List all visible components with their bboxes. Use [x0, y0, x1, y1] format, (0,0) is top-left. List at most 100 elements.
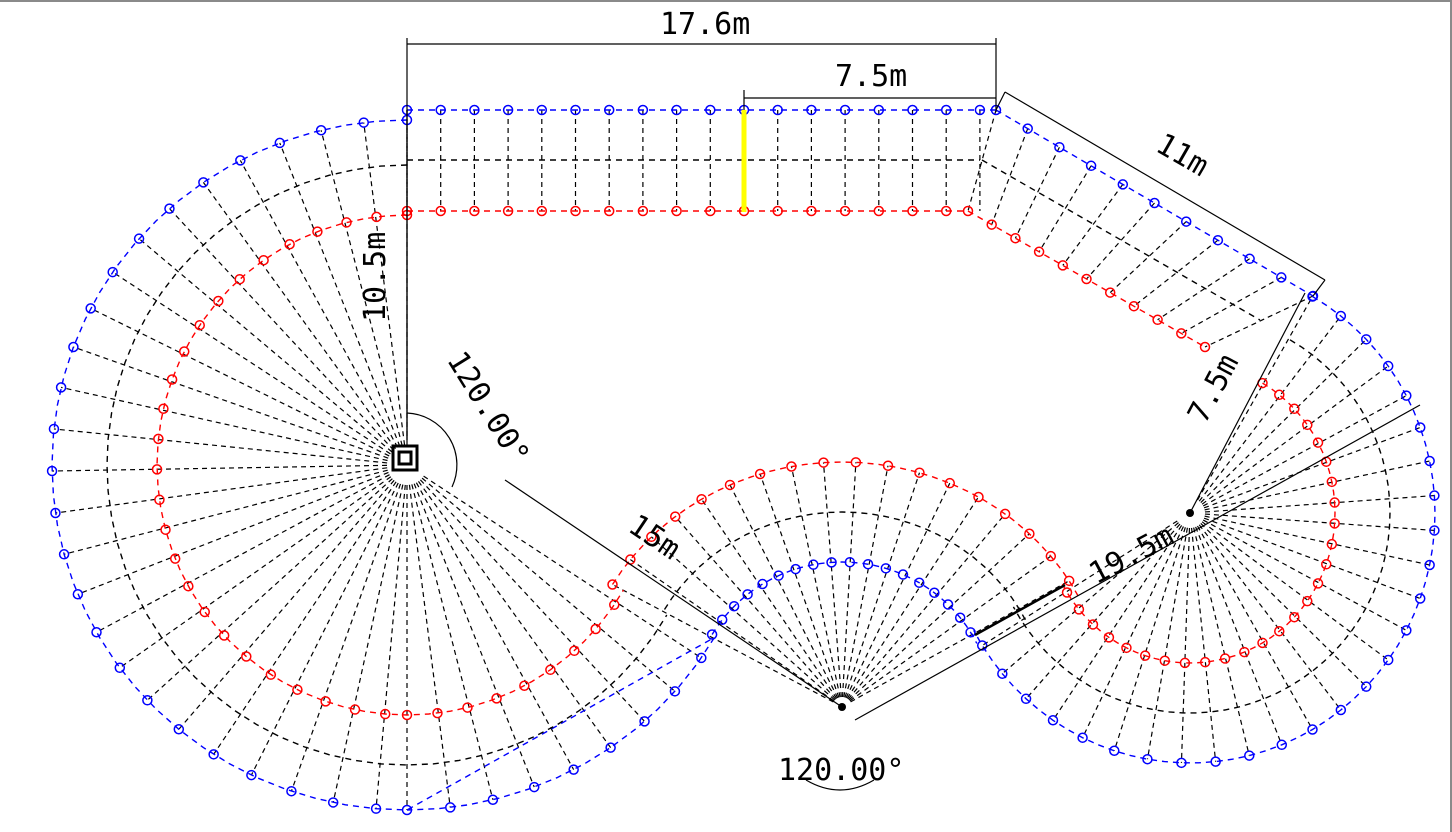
grid-line	[701, 498, 838, 699]
circle-marker	[570, 104, 581, 116]
circle-marker	[379, 708, 391, 720]
grid-line	[169, 208, 395, 451]
circle-marker	[1360, 681, 1372, 692]
circle-marker	[705, 104, 716, 116]
grid-line	[213, 481, 397, 755]
circle-marker	[208, 749, 219, 760]
circle-marker	[1063, 575, 1075, 587]
circle-marker	[772, 104, 783, 116]
middle-ring-right	[1012, 339, 1391, 714]
circle-marker	[169, 553, 181, 564]
dim-top-segment: 7.5m	[835, 59, 907, 94]
circle-marker	[469, 104, 480, 116]
circle-marker	[1424, 559, 1435, 571]
grid-line	[1001, 522, 1179, 675]
circle-marker	[897, 569, 909, 580]
grid-line	[1198, 315, 1342, 502]
circle-marker	[68, 341, 79, 353]
grid-line	[138, 238, 393, 453]
grid-line	[674, 516, 837, 700]
grid-line	[423, 475, 702, 659]
circle-marker	[158, 403, 169, 415]
circle-marker	[55, 382, 67, 393]
grid-line	[1200, 522, 1367, 688]
circle-marker	[1176, 757, 1187, 769]
circle-marker	[1152, 314, 1163, 326]
circle-marker	[401, 709, 413, 721]
circle-marker	[605, 742, 616, 753]
circle-marker	[862, 558, 874, 570]
grid-line	[411, 484, 494, 800]
circle-marker	[1054, 141, 1065, 153]
circle-marker	[528, 781, 540, 793]
circle-marker	[603, 205, 615, 217]
circle-marker	[173, 724, 185, 735]
circle-marker	[1360, 334, 1372, 345]
circle-marker	[1401, 390, 1412, 401]
circle-marker	[669, 511, 681, 522]
circle-marker	[609, 599, 620, 611]
grid-line	[1204, 460, 1430, 511]
circle-marker	[1142, 753, 1153, 765]
grid-line	[1086, 202, 1155, 280]
grid-line	[1202, 395, 1407, 507]
circle-marker	[1382, 360, 1394, 372]
frame-right-border	[1450, 0, 1452, 832]
grid-line	[1062, 184, 1124, 266]
circle-marker	[1414, 593, 1426, 604]
grid-line	[60, 386, 388, 462]
circle-marker	[568, 764, 579, 775]
grid-line	[1204, 515, 1430, 566]
circle-marker	[246, 769, 257, 781]
circle-marker	[818, 457, 829, 468]
grid-line	[375, 484, 406, 809]
circle-marker	[1061, 587, 1073, 598]
grid-line	[1195, 526, 1283, 746]
circle-marker	[91, 627, 102, 638]
grid-line	[332, 484, 404, 803]
circle-marker	[160, 524, 171, 535]
grid-line	[1109, 221, 1187, 294]
circle-marker	[806, 104, 817, 116]
circle-marker	[850, 457, 862, 468]
circle-marker	[1326, 538, 1338, 550]
circle-marker	[1401, 625, 1412, 636]
dim-diagonal-edge: 11m	[1150, 127, 1214, 184]
grid-line	[981, 520, 1178, 646]
grid-line	[1204, 494, 1435, 513]
circle-marker	[234, 273, 245, 285]
circle-marker	[1117, 179, 1129, 190]
grid-line	[1157, 258, 1250, 321]
grid-line	[848, 533, 1030, 701]
circle-marker	[907, 205, 918, 217]
outer-ring-right	[973, 295, 1436, 764]
grid-line	[1052, 525, 1183, 721]
grid-line	[841, 462, 857, 698]
circle-marker	[570, 205, 581, 217]
grid-line	[1196, 525, 1314, 730]
grid-line	[1201, 521, 1389, 661]
circle-marker	[914, 577, 925, 588]
circle-marker	[590, 623, 601, 635]
circle-marker	[716, 614, 728, 625]
circle-marker	[1109, 745, 1120, 757]
circle-marker	[370, 803, 382, 814]
circle-marker	[50, 507, 61, 519]
circle-marker	[1047, 715, 1059, 726]
circle-marker	[1149, 197, 1160, 209]
grid-line	[822, 462, 842, 698]
circle-marker	[772, 205, 783, 217]
grid-line	[1204, 295, 1314, 348]
circle-marker	[1276, 739, 1288, 751]
circle-marker	[1414, 422, 1426, 433]
circle-marker	[942, 599, 954, 610]
grid-line	[290, 483, 402, 792]
circle-marker	[742, 589, 753, 600]
grid-line	[1038, 165, 1092, 253]
grid-line	[1193, 527, 1250, 756]
ring-markers	[46, 104, 1440, 816]
circle-marker	[1329, 518, 1340, 529]
circle-marker	[754, 468, 766, 480]
circle-marker	[491, 693, 502, 704]
circle-marker	[986, 219, 997, 230]
